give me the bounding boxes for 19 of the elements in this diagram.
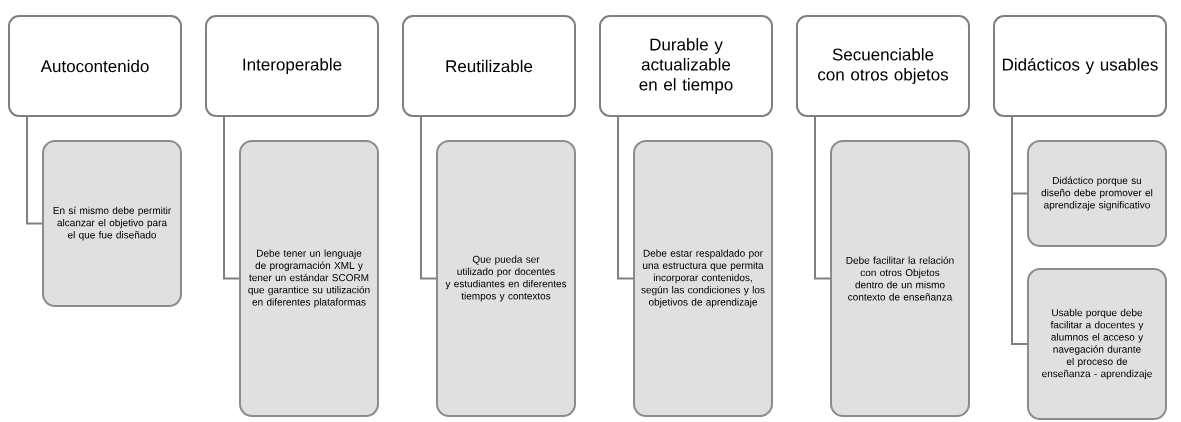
connector-line (617, 116, 634, 280)
description-box: Usable porque debe facilitar a docentes y alumnos el acceso y navegación durante el proceso de enseñanza - aprendizaje (1027, 268, 1167, 420)
connector-line (1011, 116, 1028, 345)
description-box: Debe estar respaldado por una estructura que permita incorporar contenidos, según las condiciones y los objetivos de aprendizaje (633, 140, 773, 417)
connector-line (814, 116, 831, 280)
heading-box: Durable y actualizable en el tiempo (599, 15, 773, 117)
connector-line (26, 116, 43, 225)
heading-box: Didácticos y usables (993, 15, 1167, 117)
description-box: En sí mismo debe permitir alcanzar el objetivo para el que fue diseñado (42, 140, 182, 307)
description-box: Que pueda ser utilizado por docentes y estudiantes en diferentes tiempos y contextos (436, 140, 576, 417)
connector-line (223, 116, 240, 280)
heading-box: Secuenciable con otros objetos (796, 15, 970, 117)
heading-box: Interoperable (205, 15, 379, 117)
description-box: Didáctico porque su diseño debe promover el aprendizaje significativo (1027, 140, 1167, 247)
description-box: Debe tener un lenguaje de programación XML y tener un estándar SCORM que garantice su utilización en diferentes plataformas (239, 140, 379, 417)
heading-box: Autocontenido (8, 15, 182, 117)
connector-line (420, 116, 437, 280)
heading-box: Reutilizable (402, 15, 576, 117)
description-box: Debe facilitar la relación con otros Objetos dentro de un mismo contexto de enseñanza (830, 140, 970, 417)
